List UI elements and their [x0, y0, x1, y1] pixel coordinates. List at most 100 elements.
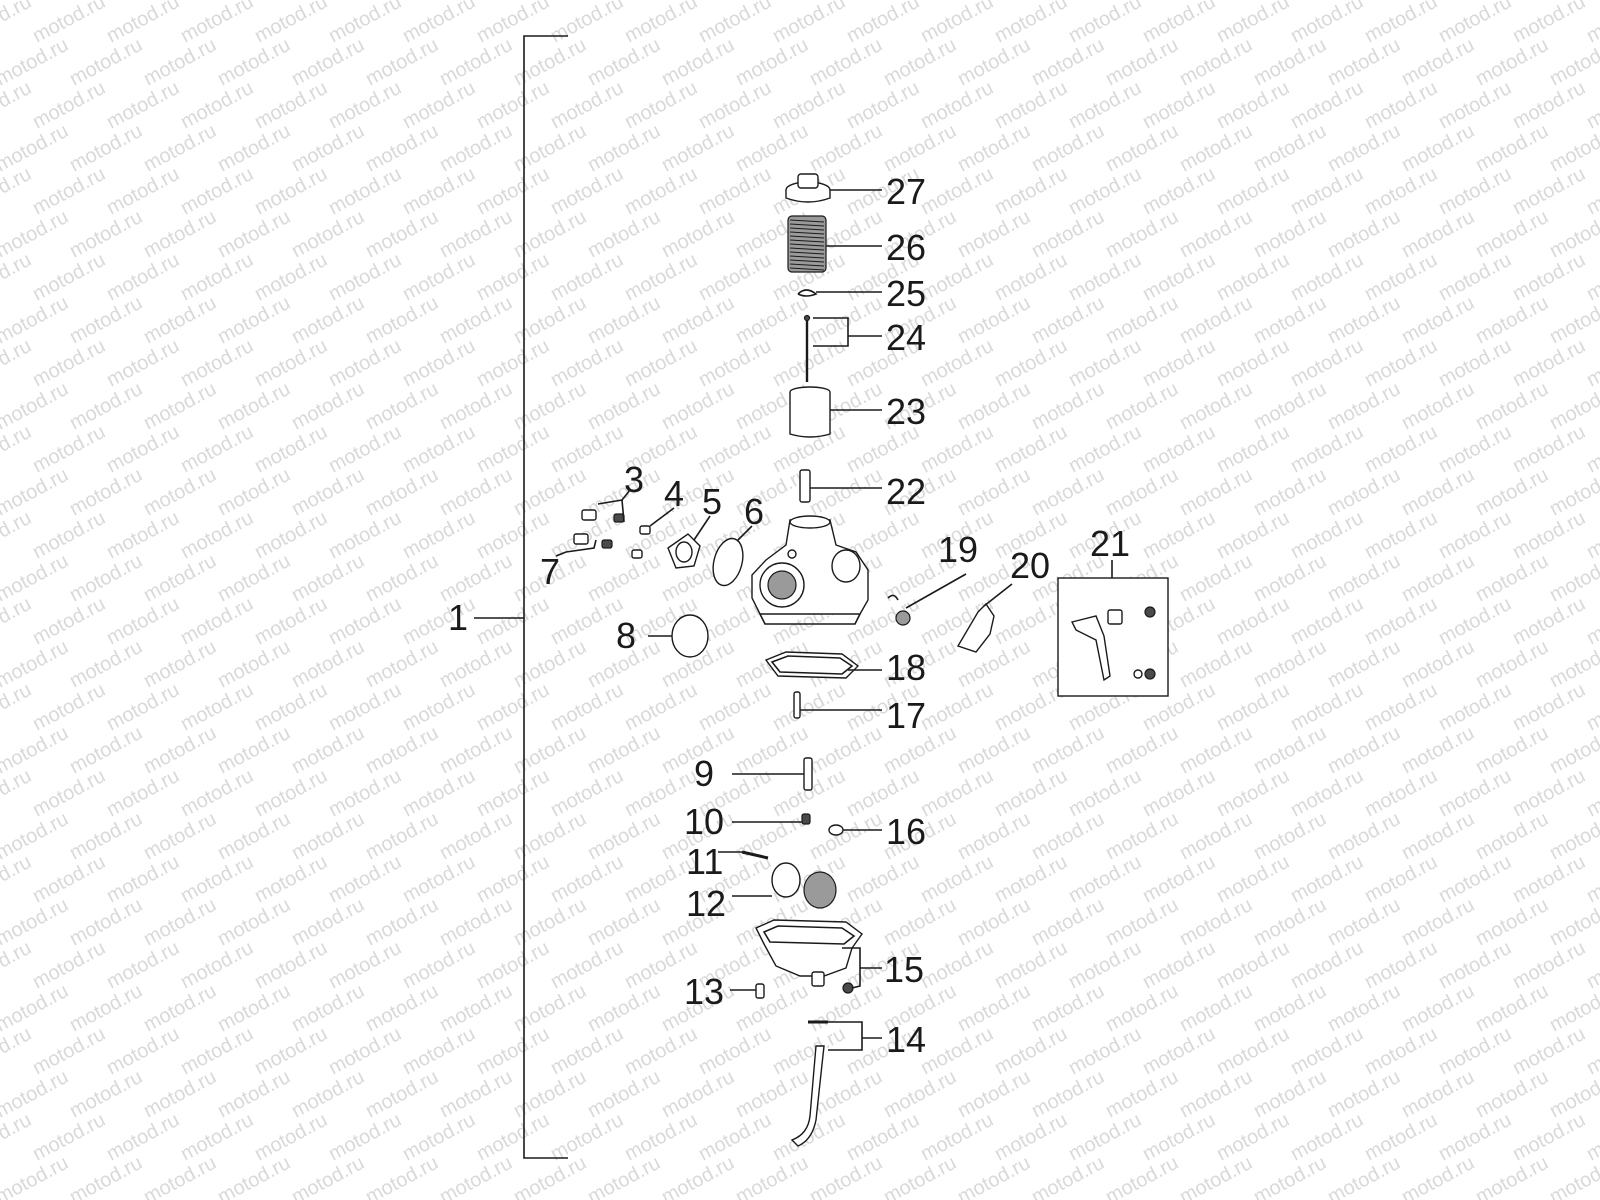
watermark-text: motod.ru: [29, 77, 109, 133]
watermark-text: motod.ru: [917, 937, 997, 993]
watermark-text: motod.ru: [510, 894, 590, 950]
watermark-text: motod.ru: [436, 292, 516, 348]
watermark-text: motod.ru: [473, 1109, 553, 1165]
watermark-text: motod.ru: [1250, 894, 1330, 950]
callout-27: 27: [886, 171, 926, 212]
callout-25: 25: [886, 273, 926, 314]
watermark-text: motod.ru: [584, 1066, 664, 1122]
watermark-text: motod.ru: [732, 722, 812, 778]
watermark-text: motod.ru: [732, 34, 812, 90]
watermark-text: motod.ru: [473, 77, 553, 133]
watermark-text: motod.ru: [1583, 1109, 1600, 1165]
watermark-text: motod.ru: [1583, 851, 1600, 907]
watermark-text: motod.ru: [1472, 550, 1552, 606]
watermark-text: motod.ru: [621, 77, 701, 133]
watermark-text: motod.ru: [510, 378, 590, 434]
watermark-text: motod.ru: [436, 1152, 516, 1200]
watermark-text: motod.ru: [1250, 980, 1330, 1036]
watermark-text: motod.ru: [769, 679, 849, 735]
watermark-text: motod.ru: [1102, 1066, 1182, 1122]
watermark-text: motod.ru: [29, 765, 109, 821]
watermark-text: motod.ru: [1102, 808, 1182, 864]
watermark-text: motod.ru: [1213, 0, 1293, 47]
watermark-text: motod.ru: [251, 421, 331, 477]
watermark-text: motod.ru: [1509, 679, 1589, 735]
callout-19: 19: [938, 529, 978, 570]
watermark-text: motod.ru: [1028, 464, 1108, 520]
watermark-text: motod.ru: [29, 421, 109, 477]
watermark-text: motod.ru: [214, 808, 294, 864]
watermark-text: motod.ru: [362, 1066, 442, 1122]
watermark-text: motod.ru: [621, 249, 701, 305]
watermark-text: motod.ru: [399, 1109, 479, 1165]
watermark-text: motod.ru: [954, 1152, 1034, 1200]
watermark-text: motod.ru: [806, 808, 886, 864]
watermark-text: motod.ru: [362, 378, 442, 434]
watermark-text: motod.ru: [251, 507, 331, 563]
watermark-text: motod.ru: [1250, 1066, 1330, 1122]
watermark-text: motod.ru: [1176, 894, 1256, 950]
watermark-text: motod.ru: [1250, 808, 1330, 864]
watermark-text: motod.ru: [732, 808, 812, 864]
watermark-text: motod.ru: [399, 77, 479, 133]
watermark-text: motod.ru: [1361, 1109, 1441, 1165]
watermark-text: motod.ru: [1176, 464, 1256, 520]
watermark-text: motod.ru: [1213, 765, 1293, 821]
watermark-text: motod.ru: [510, 292, 590, 348]
watermark-text: motod.ru: [288, 378, 368, 434]
watermark-text: motod.ru: [251, 937, 331, 993]
watermark-text: motod.ru: [251, 851, 331, 907]
watermark-text: motod.ru: [1435, 679, 1515, 735]
watermark-text: motod.ru: [1398, 120, 1478, 176]
watermark-text: motod.ru: [954, 34, 1034, 90]
watermark-text: motod.ru: [510, 120, 590, 176]
watermark-text: motod.ru: [177, 507, 257, 563]
watermark-text: motod.ru: [806, 120, 886, 176]
watermark-text: motod.ru: [103, 77, 183, 133]
spring-coil: [789, 235, 825, 239]
part-gasket: [764, 651, 882, 679]
watermark-text: motod.ru: [1139, 851, 1219, 907]
watermark-text: motod.ru: [251, 1109, 331, 1165]
watermark-text: motod.ru: [1287, 1023, 1367, 1079]
watermark-text: motod.ru: [1583, 593, 1600, 649]
watermark-text: motod.ru: [325, 679, 405, 735]
watermark-text: motod.ru: [362, 464, 442, 520]
watermark-text: motod.ru: [1102, 464, 1182, 520]
watermark-text: motod.ru: [1324, 894, 1404, 950]
watermark-text: motod.ru: [1287, 937, 1367, 993]
watermark-text: motod.ru: [1398, 550, 1478, 606]
watermark-text: motod.ru: [362, 34, 442, 90]
watermark-text: motod.ru: [288, 120, 368, 176]
watermark-text: motod.ru: [214, 34, 294, 90]
watermark-text: motod.ru: [806, 1152, 886, 1200]
watermark-text: motod.ru: [1435, 851, 1515, 907]
callout-6: 6: [744, 491, 764, 532]
watermark-text: motod.ru: [1472, 894, 1552, 950]
watermark-text: motod.ru: [1583, 1195, 1600, 1200]
watermark-text: motod.ru: [1324, 464, 1404, 520]
watermark-text: motod.ru: [732, 120, 812, 176]
watermark-text: motod.ru: [362, 808, 442, 864]
watermark-text: motod.ru: [954, 292, 1034, 348]
watermark-text: motod.ru: [510, 1066, 590, 1122]
watermark-text: motod.ru: [1472, 1066, 1552, 1122]
watermark-text: motod.ru: [806, 292, 886, 348]
callout-15: 15: [884, 949, 924, 990]
watermark-text: motod.ru: [66, 206, 146, 262]
watermark-text: motod.ru: [66, 292, 146, 348]
watermark-text: motod.ru: [214, 378, 294, 434]
part-cap: [785, 173, 882, 203]
watermark-text: motod.ru: [436, 808, 516, 864]
watermark-text: motod.ru: [1176, 378, 1256, 434]
watermark-text: motod.ru: [1287, 851, 1367, 907]
watermark-text: motod.ru: [658, 1152, 738, 1200]
part-screws-7: [555, 533, 613, 557]
part-screws-3: [581, 489, 631, 523]
watermark-text: motod.ru: [1287, 0, 1367, 47]
watermark-text: motod.ru: [584, 34, 664, 90]
watermark-text: motod.ru: [66, 980, 146, 1036]
watermark-text: motod.ru: [1176, 980, 1256, 1036]
part-o-ring-6: [712, 525, 753, 587]
watermark-text: motod.ru: [214, 980, 294, 1036]
